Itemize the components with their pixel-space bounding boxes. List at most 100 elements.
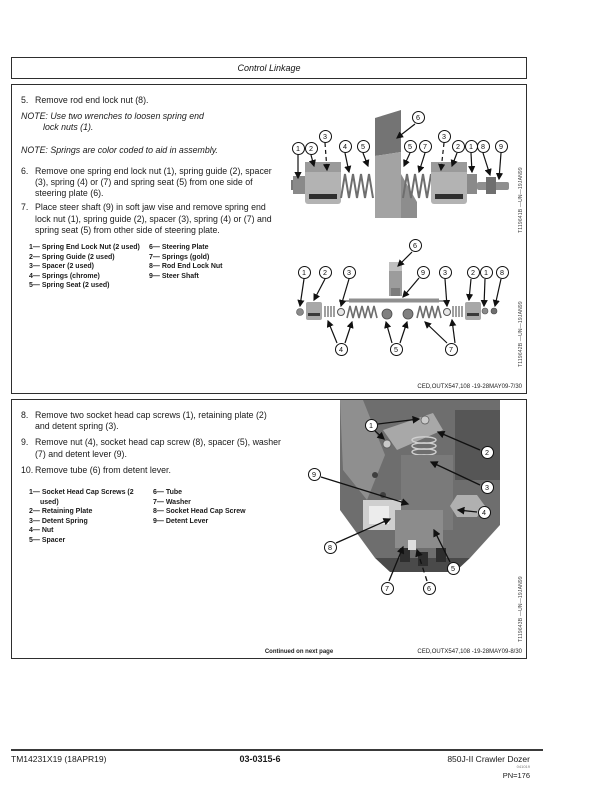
fig3-callout-1: 1	[364, 418, 378, 432]
legend-item: 7— Springs (gold)	[149, 253, 210, 261]
step-10: 10. Remove tube (6) from detent lever.	[21, 465, 283, 476]
fig1-callout-2: 2	[304, 141, 318, 155]
note-wrenches: NOTE: Use two wrenches to loosen spring …	[21, 111, 204, 133]
legend-column-2: 6— Steering Plate 7— Springs (gold) 8— R…	[149, 243, 223, 291]
left-spring-shape	[340, 173, 374, 199]
fig2-callout-3b: 3	[438, 265, 452, 279]
right-spring-guide-shape	[431, 162, 477, 204]
fig2-callout-7: 7	[444, 342, 458, 356]
spring-guide-left-shape	[306, 302, 322, 320]
ring-left-shape	[337, 308, 345, 316]
step-text: Remove nut (4), socket head cap screw (8…	[35, 437, 281, 459]
footer-model-name: 850J-II Crawler Dozer	[447, 754, 530, 764]
section1-text-column: 5. Remove rod end lock nut (8). NOTE: Us…	[21, 95, 283, 291]
fig3-callout-7: 7	[380, 581, 394, 595]
fig2-callout-6: 6	[408, 238, 422, 252]
fig2-callout-4: 4	[334, 342, 348, 356]
footer-print-code: 041019	[516, 764, 530, 769]
right-spring-shape	[402, 173, 432, 199]
fig2-callout-1: 1	[297, 265, 311, 279]
step-5: 5. Remove rod end lock nut (8).	[21, 95, 283, 106]
fig2-callout-3: 3	[342, 265, 356, 279]
step-text: Remove two socket head cap screws (1), r…	[35, 410, 267, 432]
step-number: 6.	[21, 165, 29, 176]
section2-caption: CED,OUTX547,108 -19-28MAY09-8/30	[417, 649, 522, 655]
section1-caption: CED,OUTX547,108 -19-28MAY09-7/30	[417, 384, 522, 390]
section2-text-column: 8. Remove two socket head cap screws (1)…	[21, 410, 283, 545]
fig1-callout-3b: 3	[437, 129, 451, 143]
legend-item: 5— Spring Seat (2 used)	[29, 282, 110, 290]
fig1-callout-2b: 2	[451, 139, 465, 153]
cap-screw-right-shape	[420, 415, 430, 425]
step-8: 8. Remove two socket head cap screws (1)…	[21, 410, 283, 432]
steering-plate-shape	[375, 110, 417, 218]
legend-item: 6— Steering Plate	[149, 244, 209, 252]
step-number: 5.	[21, 95, 29, 105]
fig1-callout-4: 4	[338, 139, 352, 153]
spacer-right-shape	[452, 306, 463, 317]
step-text: Place steer shaft (9) in soft jaw vise a…	[35, 202, 272, 235]
fig1-callout-1: 1	[291, 141, 305, 155]
legend-column-2: 6— Tube 7— Washer 8— Socket Head Cap Scr…	[153, 488, 246, 545]
fig1-callout-8: 8	[476, 139, 490, 153]
step-text: Remove tube (6) from detent lever.	[35, 464, 171, 475]
figure-steer-shaft-assembled: 1 2 3 4 5 6 5 7 3 2 1 8 9	[291, 106, 513, 231]
spring-seat-b-shape	[402, 308, 414, 320]
spring-seat-a-shape	[381, 308, 393, 320]
figure-detent-assembly: 1 2 3 9 4 8 5 7 6	[305, 400, 518, 640]
fig2-callout-9: 9	[416, 265, 430, 279]
fig1-callout-7: 7	[418, 139, 432, 153]
leader-lines	[294, 123, 504, 181]
fig2-callout-2: 2	[318, 265, 332, 279]
legend-item: 4— Springs (chrome)	[29, 272, 100, 280]
continued-on-next-page: Continued on next page	[264, 649, 334, 655]
legend-column-1: 1— Spring End Lock Nut (2 used) 2— Sprin…	[29, 243, 141, 291]
figure3-id-label: T119643B —UN—19JAN99	[518, 576, 524, 642]
ring-right-shape	[443, 308, 451, 316]
fig2-callout-1b: 1	[479, 265, 493, 279]
page-header: Control Linkage	[11, 57, 527, 79]
section-detent-assembly: 8. Remove two socket head cap screws (1)…	[11, 399, 527, 659]
steer-shaft-end-shape	[477, 177, 509, 194]
spring-guide-right-shape	[465, 302, 481, 320]
footer-rule	[11, 749, 543, 751]
washer-shape	[408, 540, 416, 550]
steer-shaft-exploded-illustration	[296, 251, 502, 344]
lock-nut-right-shape	[481, 307, 489, 315]
legend-item: 1— Spring End Lock Nut (2 used)	[29, 244, 140, 252]
detent-assembly-photo	[320, 400, 500, 582]
footer-model-block: 850J-II Crawler Dozer 041019 PN=176	[447, 754, 530, 780]
fig3-callout-9: 9	[307, 467, 321, 481]
legend-item: 8— Rod End Lock Nut	[149, 263, 223, 271]
fig3-callout-4: 4	[477, 505, 491, 519]
step-number: 8.	[21, 410, 29, 420]
legend-item: 8— Socket Head Cap Screw	[153, 508, 246, 516]
rod-end-lock-nut-shape	[490, 307, 498, 315]
cap-screw-left-shape	[382, 439, 392, 449]
step-number: 7.	[21, 202, 29, 213]
figure2-id-label: T119642B —UN—19JAN99	[518, 301, 524, 367]
lock-nut-left-shape	[296, 308, 304, 316]
legend-item: 5— Spacer	[29, 536, 66, 544]
fig3-callout-8: 8	[323, 540, 337, 554]
spacer-left-shape	[324, 306, 335, 317]
footer-manual-number: TM14231X19 (18APR19)	[11, 754, 107, 764]
leader-lines	[320, 415, 481, 582]
step-9: 9. Remove nut (4), socket head cap screw…	[21, 437, 283, 459]
footer-pn: PN=176	[502, 771, 530, 780]
fig2-callout-2b: 2	[466, 265, 480, 279]
step-number: 9.	[21, 437, 29, 448]
steer-shaft-assembled-illustration	[291, 110, 509, 218]
fig3-callout-3: 3	[480, 480, 494, 494]
legend-item: 4— Nut	[29, 527, 54, 535]
fig2-callout-8: 8	[495, 265, 509, 279]
section-steering-springs: 5. Remove rod end lock nut (8). NOTE: Us…	[11, 84, 527, 394]
figure-steer-shaft-exploded: 1 2 3 6 9 3 2 1 8 4 5 7	[291, 236, 513, 371]
legend-item: 1— Socket Head Cap Screws (2 used)	[29, 489, 134, 506]
lever-lower-shape	[395, 510, 443, 548]
step-number: 10.	[21, 464, 34, 475]
legend-column-1: 1— Socket Head Cap Screws (2 used) 2— Re…	[29, 488, 153, 545]
fig1-callout-9: 9	[494, 139, 508, 153]
bottom-bolts-shape	[400, 548, 446, 566]
